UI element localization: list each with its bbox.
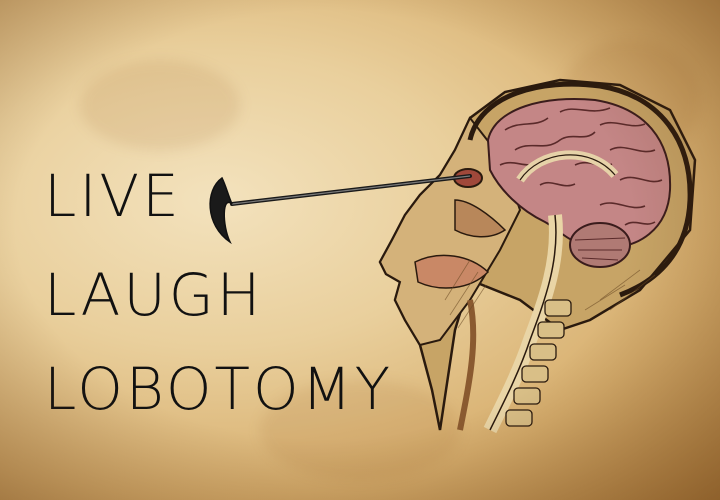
airway xyxy=(457,299,477,431)
paper-stain xyxy=(260,380,460,480)
orbitoclast-icon xyxy=(209,174,472,245)
cerebellum xyxy=(569,222,631,268)
brain xyxy=(486,98,672,250)
text-line-live: LIVE xyxy=(44,162,182,230)
text-line-laugh: LAUGH xyxy=(44,261,264,329)
vertebrae xyxy=(505,299,572,427)
face-profile xyxy=(378,116,522,347)
shading-lines xyxy=(444,259,656,329)
paper-stain xyxy=(80,60,240,150)
skull-outline xyxy=(467,81,693,298)
tongue xyxy=(414,254,490,289)
nasal-cavity xyxy=(454,199,507,238)
text-line-lobotomy: LOBOTOMY xyxy=(44,355,394,423)
